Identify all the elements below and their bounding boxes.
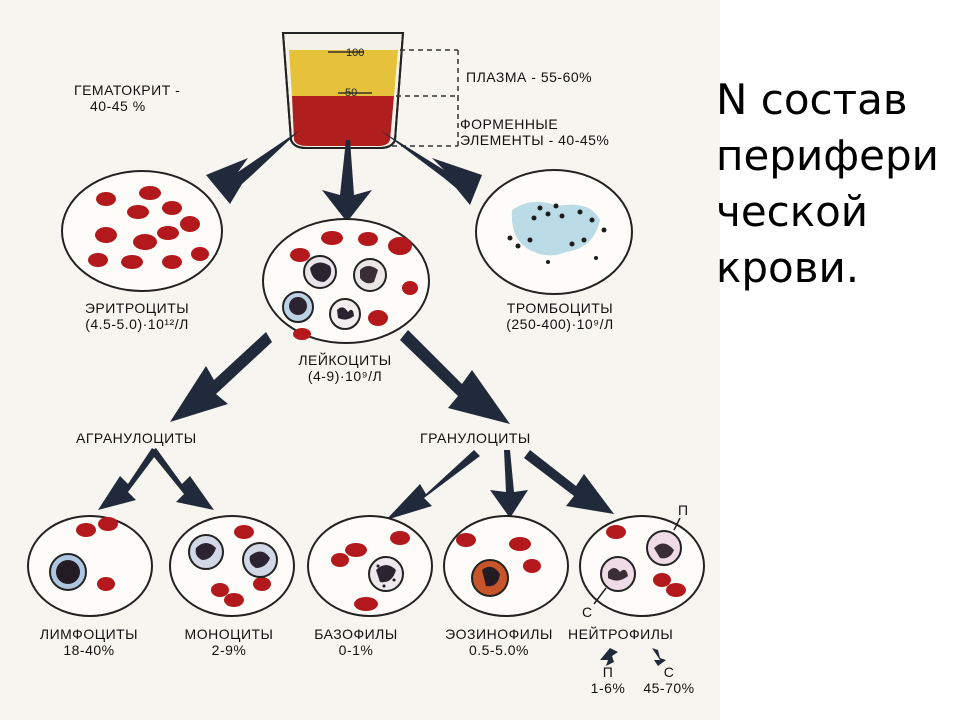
arrow-to-band [600, 648, 618, 666]
eosinophils-circle [443, 515, 569, 617]
eosinophils-label: ЭОЗИНОФИЛЫ 0.5-5.0% [445, 626, 553, 658]
arrow-to-agranulocytes [170, 332, 272, 422]
slide-title-line: N состав [716, 75, 908, 124]
arrow-to-platelets [380, 130, 482, 205]
erythrocytes-label: ЭРИТРОЦИТЫ (4.5-5.0)·10¹²/Л [84, 300, 190, 332]
slide-title: N состав перифери ческой крови. [716, 72, 956, 296]
agranulocytes-label: АГРАНУЛОЦИТЫ [76, 430, 197, 446]
beaker-mark-50: 50 [345, 87, 357, 99]
band-neutrophils-label: П 1-6% [590, 664, 626, 696]
granulocytes-label: ГРАНУЛОЦИТЫ [420, 430, 531, 446]
basophils-circle [307, 515, 433, 617]
diagram-artwork: 100 50 [27, 32, 705, 666]
formed-elements-layer [292, 96, 394, 146]
neutrophils-label: НЕЙТРОФИЛЫ [568, 626, 674, 642]
lymphocytes-label: ЛИМФОЦИТЫ 18-40% [39, 626, 139, 658]
arrow-to-granulocytes [400, 330, 510, 424]
plasma-label: ПЛАЗМА - 55-60% [466, 69, 593, 85]
arrow-to-segmented [652, 648, 666, 666]
monocytes-label: МОНОЦИТЫ 2-9% [184, 626, 274, 658]
neutrophil-s-marker: С [582, 604, 593, 620]
leukocytes-label: ЛЕЙКОЦИТЫ (4-9)·10⁹/Л [298, 352, 392, 384]
beaker-leader-lines [392, 49, 459, 147]
erythrocytes-circle [61, 170, 223, 292]
slide-title-line: перифери [716, 131, 939, 180]
beaker-mark-100: 100 [346, 47, 364, 59]
arrow-to-lymphocytes [98, 448, 158, 510]
plasma-layer [289, 50, 398, 96]
beaker [281, 32, 405, 149]
platelets-circle [475, 169, 633, 295]
formed-elements-label: ФОРМЕННЫЕ ЭЛЕМЕНТЫ - 40-45% [460, 116, 610, 148]
arrow-to-monocytes [150, 448, 214, 510]
arrow-to-erythrocytes [206, 130, 300, 204]
monocytes-circle [169, 515, 295, 617]
blood-composition-diagram: 100 50 [0, 0, 720, 720]
hematocrit-label: ГЕМАТОКРИТ - 40-45 % [74, 82, 181, 114]
basophils-label: БАЗОФИЛЫ 0-1% [314, 626, 398, 658]
neutrophil-p-marker: П [678, 502, 689, 518]
slide-title-line: ческой [716, 187, 869, 236]
arrow-to-basophils [386, 450, 480, 520]
arrow-to-eosinophils [490, 450, 528, 518]
neutrophils-circle [579, 515, 705, 617]
arrow-to-leukocytes [322, 140, 372, 222]
lymphocytes-circle [27, 515, 153, 617]
arrow-to-neutrophils [524, 450, 614, 514]
segmented-neutrophils-label: С 45-70% [643, 664, 695, 696]
platelets-label: ТРОМБОЦИТЫ (250-400)·10⁹/Л [506, 300, 614, 332]
leukocytes-circle [262, 218, 430, 344]
slide-title-line: крови. [716, 243, 860, 292]
